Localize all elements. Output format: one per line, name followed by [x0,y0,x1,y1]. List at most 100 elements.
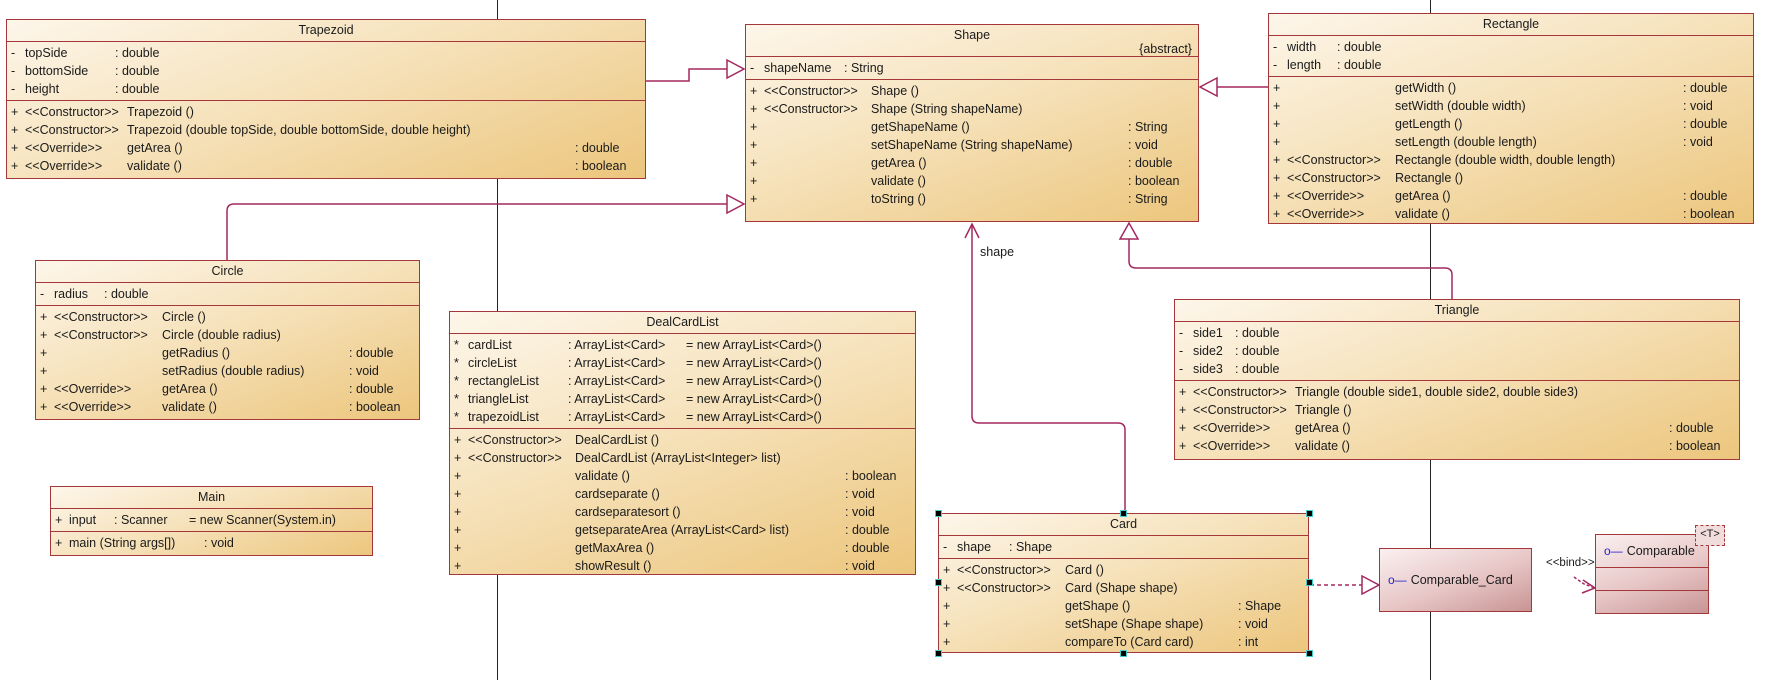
operation-signature: cardseparatesort () [575,505,681,519]
attribute-row[interactable]: *circleList: ArrayList<Card>= new ArrayL… [450,354,915,372]
operation-row[interactable]: +getShapeName (): String [746,118,1198,136]
attribute-row[interactable]: *triangleList: ArrayList<Card>= new Arra… [450,390,915,408]
operation-signature: getArea () [127,141,183,155]
attribute-row[interactable]: *trapezoidList: ArrayList<Card>= new Arr… [450,408,915,426]
operation-row[interactable]: +cardseparate (): void [450,485,915,503]
operation-row[interactable]: +<<Override>>validate (): boolean [7,157,645,175]
class-circle[interactable]: Circle -radius: double +<<Constructor>>C… [35,260,420,420]
resize-handle-ne[interactable] [1306,510,1313,517]
operation-row[interactable]: +validate (): boolean [450,467,915,485]
resize-handle-nw[interactable] [935,510,942,517]
attribute-initial-value: = new ArrayList<Card>() [686,338,822,352]
stereotype [764,118,871,136]
operation-row[interactable]: +<<Constructor>>Shape (String shapeName) [746,100,1198,118]
operation-row[interactable]: +<<Override>>getArea (): double [7,139,645,157]
operation-signature: setLength (double length) [1395,135,1537,149]
interface-comparable-card[interactable]: o— Comparable_Card [1379,548,1532,612]
attribute-name: input [69,513,97,527]
operation-row[interactable]: +setRadius (double radius): void [36,362,419,380]
resize-handle-se[interactable] [1306,650,1313,657]
operation-row[interactable]: +getWidth (): double [1269,79,1753,97]
resize-handle-n[interactable] [1120,510,1127,517]
operation-row[interactable]: +setLength (double length): void [1269,133,1753,151]
attribute-row[interactable]: -side3: double [1175,360,1739,378]
operation-row[interactable]: +<<Override>>validate (): boolean [1175,437,1739,455]
operation-row[interactable]: +getArea (): double [746,154,1198,172]
operation-row[interactable]: +getMaxArea (): double [450,539,915,557]
attribute-type: : ArrayList<Card> [568,374,666,388]
operation-row[interactable]: +<<Override>>validate (): boolean [36,398,419,416]
operation-row[interactable]: +<<Constructor>>Triangle (double side1, … [1175,383,1739,401]
attribute-row[interactable]: -width: double [1269,38,1753,56]
class-rectangle[interactable]: Rectangle -width: double-length: double … [1268,13,1754,224]
attribute-row[interactable]: -side1: double [1175,324,1739,342]
operation-row[interactable]: +<<Constructor>>Circle (double radius) [36,326,419,344]
visibility-marker: - [11,82,16,96]
operation-row[interactable]: +<<Constructor>>Circle () [36,308,419,326]
operation-row[interactable]: +<<Constructor>>Card () [939,561,1308,579]
operation-row[interactable]: +setWidth (double width): void [1269,97,1753,115]
attribute-row[interactable]: *rectangleList: ArrayList<Card>= new Arr… [450,372,915,390]
operation-row[interactable]: +getseparateArea (ArrayList<Card> list):… [450,521,915,539]
return-type: : double [1128,156,1173,170]
attribute-type: : double [1337,40,1382,54]
operation-row[interactable]: +showResult (): void [450,557,915,575]
resize-handle-s[interactable] [1120,650,1127,657]
operation-signature: validate () [1395,207,1450,221]
operation-row[interactable]: +<<Override>>getArea (): double [1175,419,1739,437]
attribute-row[interactable]: *cardList: ArrayList<Card>= new ArrayLis… [450,336,915,354]
visibility-marker: * [454,392,459,406]
class-trapezoid[interactable]: Trapezoid -topSide: double-bottomSide: d… [6,19,646,179]
class-triangle[interactable]: Triangle -side1: double-side2: double-si… [1174,299,1740,460]
attribute-row[interactable]: -length: double [1269,56,1753,74]
operation-row[interactable]: +setShape (Shape shape): void [939,615,1308,633]
operation-row[interactable]: +<<Constructor>>Rectangle (double width,… [1269,151,1753,169]
attribute-row[interactable]: -height: double [7,80,645,98]
stereotype [468,557,575,575]
operation-row[interactable]: +getLength (): double [1269,115,1753,133]
attribute-row[interactable]: -shapeName: String [746,59,1198,77]
visibility-marker: + [1273,81,1281,95]
operation-row[interactable]: +<<Override>>getArea (): double [1269,187,1753,205]
operation-row[interactable]: +<<Override>>getArea (): double [36,380,419,398]
attribute-row[interactable]: -bottomSide: double [7,62,645,80]
operation-row[interactable]: +<<Constructor>>DealCardList () [450,431,915,449]
operation-signature: validate () [871,174,926,188]
attribute-row[interactable]: -shape: Shape [939,538,1308,556]
attribute-row[interactable]: -topSide: double [7,44,645,62]
resize-handle-w[interactable] [935,579,942,586]
resize-handle-sw[interactable] [935,650,942,657]
class-card[interactable]: Card -shape: Shape +<<Constructor>>Card … [938,513,1309,653]
interface-title: o— Comparable [1604,544,1695,558]
stereotype: <<Override>> [1193,421,1271,435]
operation-row[interactable]: +<<Constructor>>Rectangle () [1269,169,1753,187]
operation-row[interactable]: +<<Constructor>>Card (Shape shape) [939,579,1308,597]
operation-row[interactable]: +compareTo (Card card): int [939,633,1308,651]
operation-row[interactable]: +getRadius (): double [36,344,419,362]
class-main[interactable]: Main +input: Scanner= new Scanner(System… [50,486,373,556]
operation-row[interactable]: +<<Constructor>>Trapezoid () [7,103,645,121]
operation-row[interactable]: +cardseparatesort (): void [450,503,915,521]
operation-row[interactable]: +<<Constructor>>Triangle () [1175,401,1739,419]
stereotype: <<Constructor>> [957,581,1051,595]
operation-row[interactable]: +<<Override>>validate (): boolean [1269,205,1753,223]
class-dealcardlist[interactable]: DealCardList *cardList: ArrayList<Card>=… [449,311,916,575]
operation-row[interactable]: +main (String args[]): void [51,534,372,552]
attribute-row[interactable]: +input: Scanner= new Scanner(System.in) [51,511,372,529]
attribute-row[interactable]: -side2: double [1175,342,1739,360]
attribute-row[interactable]: -radius: double [36,285,419,303]
operation-row[interactable]: +setShapeName (String shapeName): void [746,136,1198,154]
resize-handle-e[interactable] [1306,579,1313,586]
operation-row[interactable]: +toString (): String [746,190,1198,208]
operation-row[interactable]: +getShape (): Shape [939,597,1308,615]
operation-row[interactable]: +<<Constructor>>Trapezoid (double topSid… [7,121,645,139]
class-shape[interactable]: Shape {abstract} -shapeName: String +<<C… [745,24,1199,222]
stereotype: <<Constructor>> [54,328,148,342]
visibility-marker: + [750,138,758,152]
operation-row[interactable]: +<<Constructor>>Shape () [746,82,1198,100]
operation-signature: getWidth () [1395,81,1457,95]
operation-row[interactable]: +<<Constructor>>DealCardList (ArrayList<… [450,449,915,467]
operation-row[interactable]: +validate (): boolean [746,172,1198,190]
interface-comparable[interactable]: o— Comparable [1595,534,1709,614]
return-type: : double [1683,117,1728,131]
